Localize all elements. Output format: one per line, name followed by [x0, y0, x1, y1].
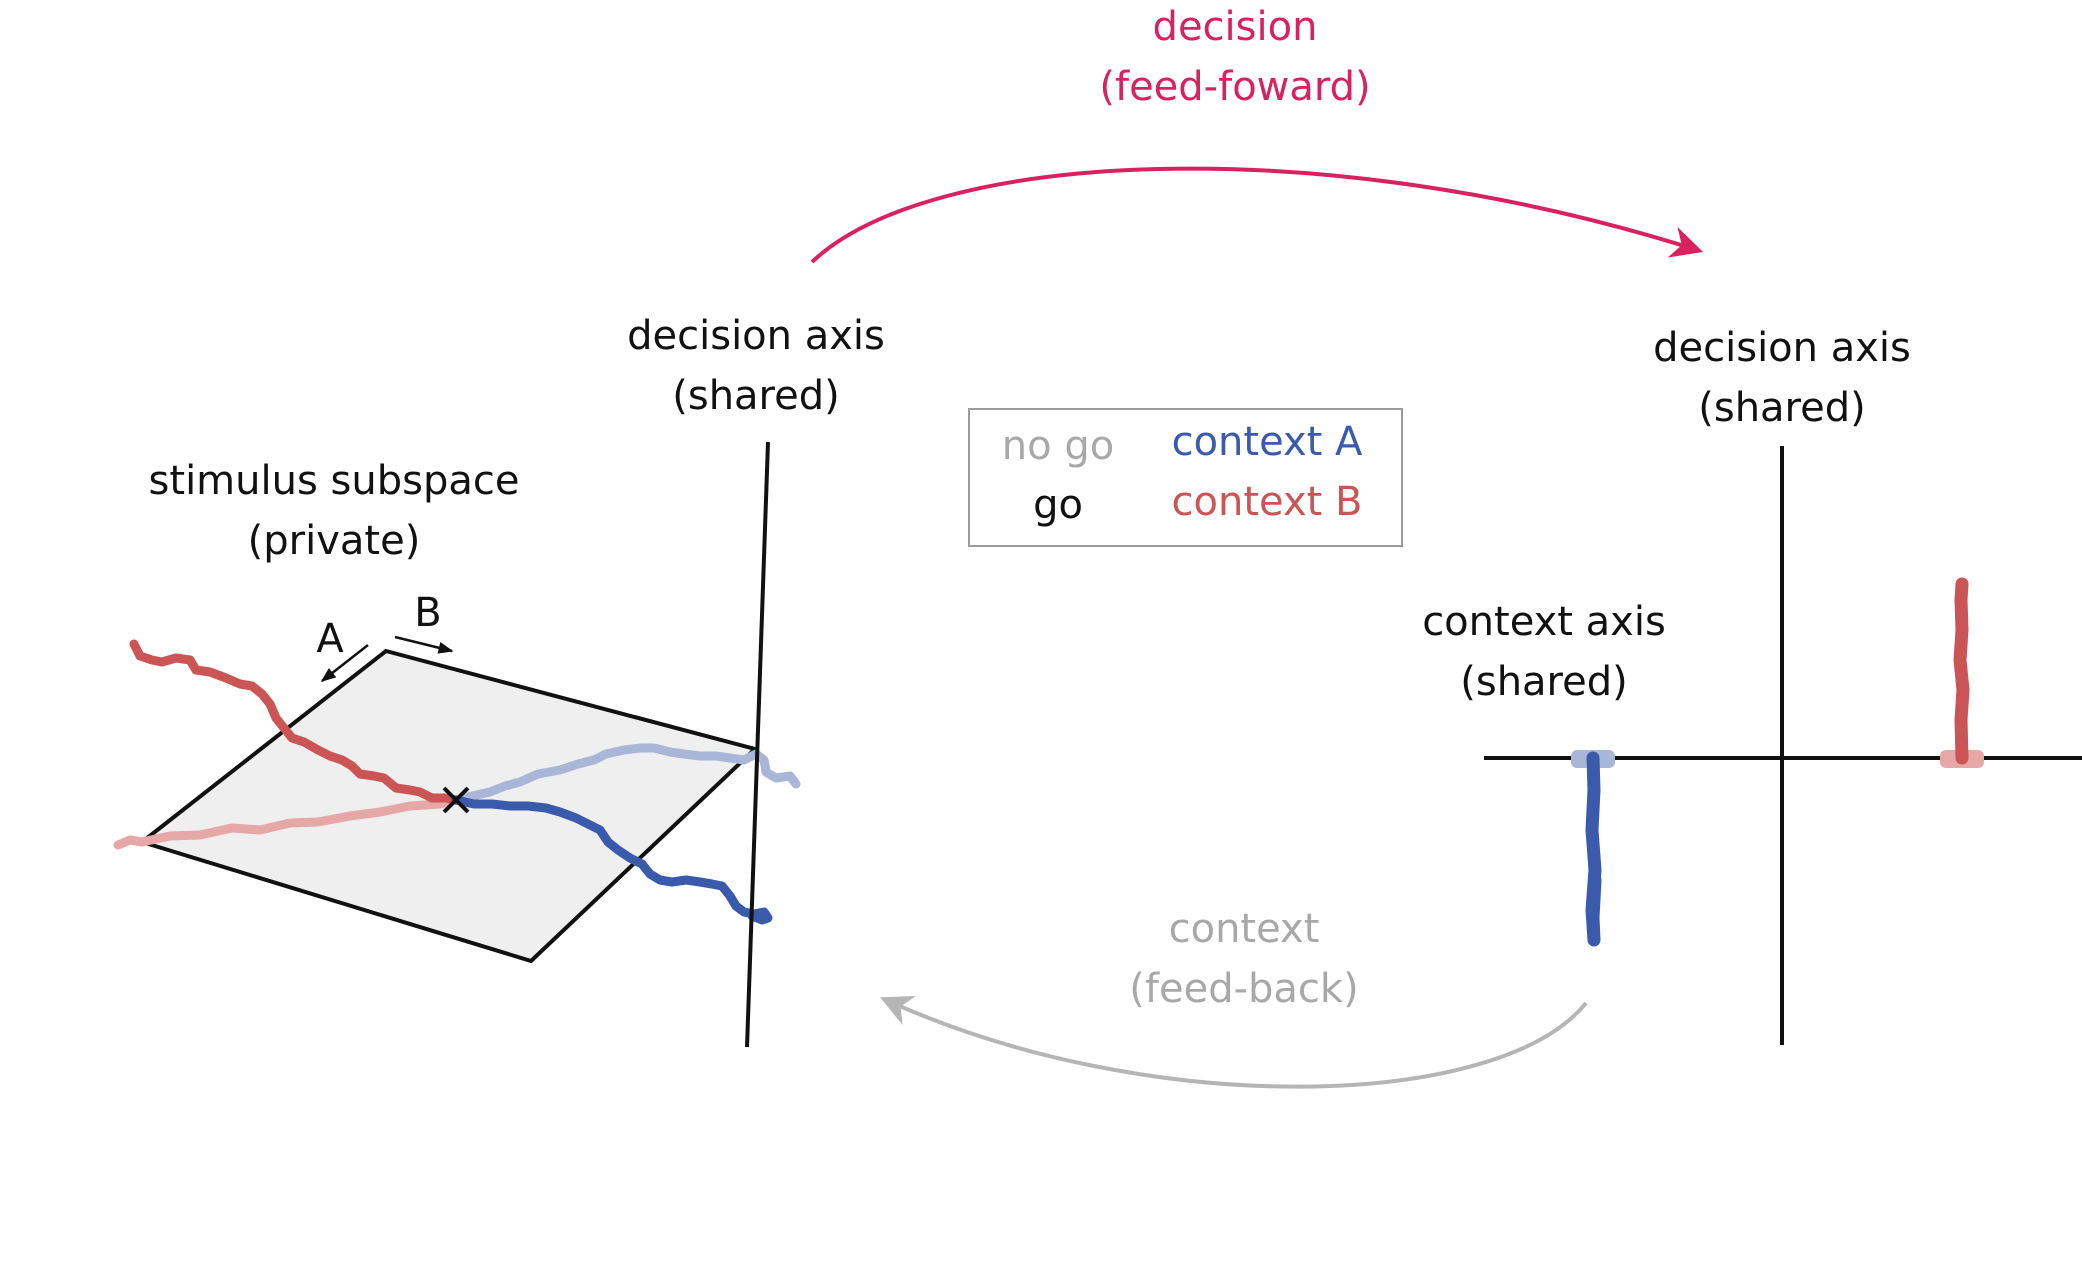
context-axis-label-line2: (shared): [1460, 659, 1627, 705]
left-decision-axis-label-line1: decision axis: [627, 313, 885, 359]
legend-box: [968, 408, 1403, 547]
legend: [968, 408, 1403, 547]
cross-icon: [442, 786, 470, 814]
decision-feedforward-arrow: [810, 166, 1704, 264]
direction-a-arrow: [320, 644, 369, 682]
direction-a-label: A: [316, 616, 344, 662]
legend-go: go: [1033, 482, 1083, 528]
legend-context-a: context A: [1172, 419, 1363, 465]
trajectory-context-b-go: [129, 639, 461, 805]
decision-arrow-label-line2: (feed-foward): [1099, 64, 1370, 110]
legend-context-b: context B: [1172, 479, 1363, 525]
left-decision-axis-label-line2: (shared): [672, 373, 839, 419]
trajectory-context-b-nogo: [113, 795, 461, 850]
projection-context-a-go: [1585, 751, 1602, 947]
right-decision-axis-label-line1: decision axis: [1653, 325, 1911, 371]
stimulus-subspace-label-line2: (private): [248, 518, 421, 564]
right-decision-axis-label-line2: (shared): [1698, 385, 1865, 431]
context-feedback-arrow: [880, 996, 1588, 1089]
decision-arrow-label-line1: decision: [1153, 4, 1318, 50]
context-arrow-label-line1: context: [1169, 906, 1320, 952]
legend-nogo: no go: [1002, 423, 1114, 469]
right-panel: [1484, 446, 2082, 1045]
context-arrow-label-line2: (feed-back): [1129, 966, 1358, 1012]
trajectory-context-a-nogo: [451, 743, 801, 805]
direction-b-label: B: [414, 590, 441, 636]
stimulus-subspace-label-line1: stimulus subspace: [149, 458, 520, 504]
projection-context-b-go: [1953, 577, 1970, 765]
trajectory-context-a-go: [451, 795, 773, 925]
left-panel: [113, 441, 801, 1048]
direction-b-arrow: [394, 635, 454, 654]
left-decision-axis: [745, 441, 770, 1048]
context-axis-label-line1: context axis: [1422, 599, 1666, 645]
